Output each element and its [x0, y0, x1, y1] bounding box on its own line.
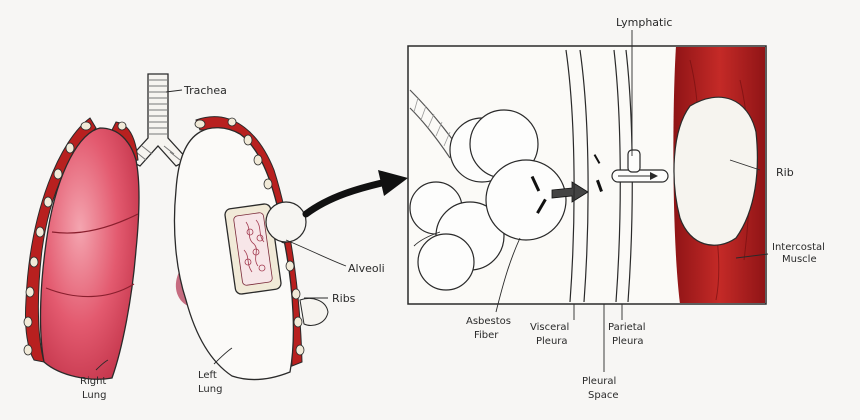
label-parietal: Parietal [608, 322, 646, 333]
alveoli-spheres [409, 109, 567, 291]
leader-lines [95, 30, 769, 372]
label-left: Left [198, 370, 217, 381]
lymphatic-vessel [611, 149, 669, 183]
label-asbestos: Asbestos [466, 316, 511, 327]
label-rib: Rib [776, 166, 794, 179]
right-rib-nodules [23, 121, 127, 356]
right-lung [23, 117, 140, 380]
rib-bone [673, 96, 758, 246]
label-lymphatic: Lymphatic [616, 16, 672, 29]
trachea [126, 73, 190, 167]
label-alveoli: Alveoli [348, 262, 385, 275]
label-muscle: Muscle [782, 254, 817, 265]
label-left-lung: Lung [198, 384, 222, 395]
alveoli-cutaway [224, 201, 307, 295]
label-right: Right [80, 376, 106, 387]
label-pleural: Pleural [582, 376, 616, 387]
label-intercostal: Intercostal [772, 242, 825, 253]
label-trachea: Trachea [183, 84, 227, 97]
zoom-arrow [302, 170, 408, 218]
detail-panel [407, 45, 767, 305]
label-visceral: Visceral [530, 322, 569, 333]
label-ribs: Ribs [332, 292, 356, 305]
label-parietal-pleura: Pleura [612, 336, 644, 347]
visceral-pleura-lines [565, 49, 589, 303]
label-right-lung: Lung [82, 390, 106, 401]
trachea-rings [135, 79, 181, 161]
labels: Trachea Lymphatic Rib Intercostal Muscle… [80, 16, 825, 401]
label-fiber: Fiber [474, 330, 499, 341]
left-lung [173, 116, 329, 381]
label-space: Space [588, 390, 618, 401]
fiber-migration-arrow [551, 181, 589, 203]
label-visceral-pleura: Pleura [536, 336, 568, 347]
asbestos-fibers [530, 154, 603, 214]
